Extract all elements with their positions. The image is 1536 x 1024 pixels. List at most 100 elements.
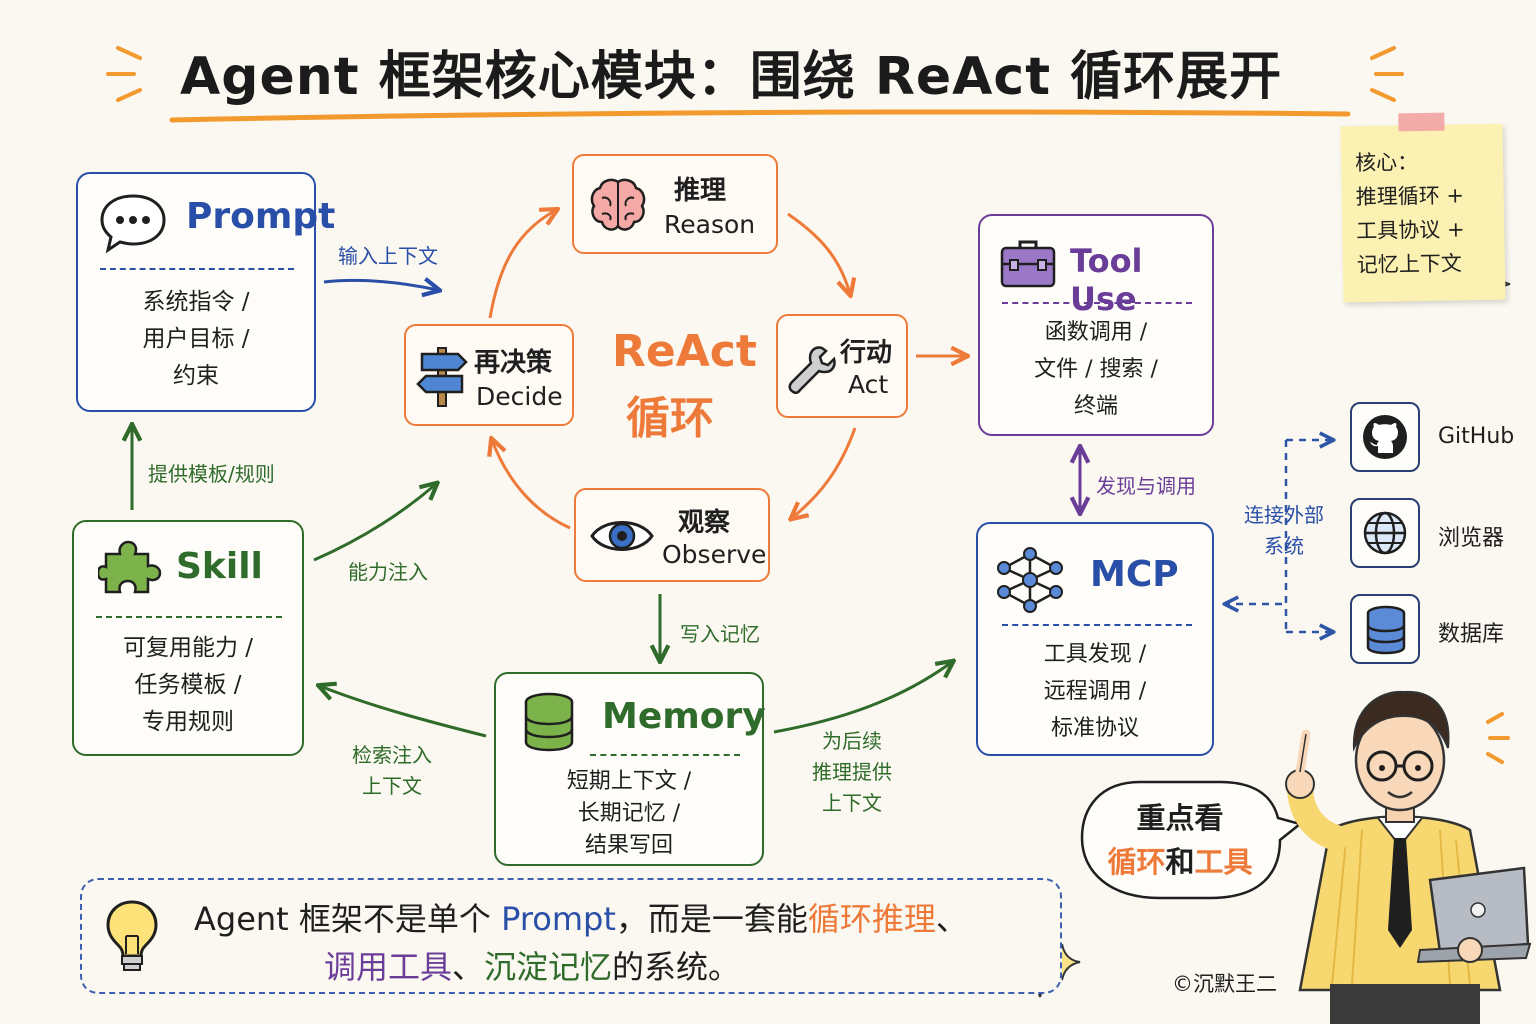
memory-line: 长期记忆 / bbox=[577, 801, 681, 826]
mcp-title: MCP bbox=[1090, 554, 1179, 595]
arrow-act-to-observe bbox=[792, 427, 857, 518]
memory-divider bbox=[590, 754, 740, 756]
summary-part-tools: 调用工具 bbox=[324, 948, 453, 986]
summary-part-memory: 沉淀记忆 bbox=[484, 948, 613, 986]
skill-line: 可复用能力 / bbox=[122, 635, 254, 661]
sticky-line: 推理循环 + bbox=[1355, 183, 1465, 210]
brain-icon bbox=[590, 178, 646, 231]
summary-part: 、 bbox=[452, 948, 485, 986]
skill-line: 任务模板 / bbox=[134, 672, 242, 698]
edge-label-retrieve-line2: 上下文 bbox=[362, 774, 422, 798]
title-spark-left-icon bbox=[106, 46, 142, 102]
puzzle-icon bbox=[98, 540, 162, 594]
summary-box: Agent 框架不是单个 Prompt，而是一套能循环推理、 调用工具、沉淀记忆… bbox=[80, 878, 1062, 994]
sticky-line: 核心： bbox=[1354, 150, 1419, 176]
skill-line: 专用规则 bbox=[142, 709, 234, 735]
arrow-memory-to-mcp bbox=[773, 662, 952, 734]
summary-part: 、 bbox=[935, 900, 968, 938]
wrench-icon bbox=[788, 346, 836, 394]
skill-title: Skill bbox=[176, 546, 263, 587]
act-node: 行动 Act bbox=[776, 314, 908, 418]
bubble-line1: 重点看 bbox=[1136, 801, 1224, 835]
edge-label-input-context: 输入上下文 bbox=[338, 244, 438, 268]
toolbox-icon bbox=[1000, 240, 1056, 288]
external-github-name: GitHub bbox=[1438, 424, 1515, 449]
skill-body: 可复用能力 / 任务模板 / 专用规则 bbox=[74, 630, 302, 741]
signpost-icon bbox=[416, 347, 468, 407]
edge-label-support-line3: 上下文 bbox=[822, 791, 882, 815]
character-illustration bbox=[1285, 690, 1532, 1024]
arrow-prompt-to-react bbox=[323, 280, 438, 290]
speech-bubble-icon bbox=[100, 194, 166, 254]
observe-label-en: Observe bbox=[662, 540, 767, 569]
prompt-title: Prompt bbox=[186, 196, 336, 237]
edge-label-connect: 连接外部 系统 bbox=[1244, 500, 1324, 562]
external-database-name: 数据库 bbox=[1438, 622, 1505, 647]
summary-line-2: 调用工具、沉淀记忆的系统。 bbox=[324, 942, 740, 988]
prompt-line: 约束 bbox=[173, 363, 219, 389]
edge-label-ability-inject: 能力注入 bbox=[348, 560, 428, 584]
page-title: Agent 框架核心模块：围绕 ReAct 循环展开 bbox=[180, 47, 1283, 107]
decide-node: 再决策 Decide bbox=[404, 324, 574, 426]
tooluse-divider bbox=[1002, 302, 1192, 304]
title-spark-right-icon bbox=[1370, 46, 1404, 102]
skill-card: Skill 可复用能力 / 任务模板 / 专用规则 bbox=[72, 520, 304, 756]
external-connectors bbox=[1226, 440, 1332, 632]
edge-label-support-line1: 为后续 bbox=[822, 729, 882, 753]
tooluse-line: 文件 / 搜索 / bbox=[1034, 357, 1158, 382]
memory-body: 短期上下文 / 长期记忆 / 结果写回 bbox=[496, 766, 762, 862]
mcp-body: 工具发现 / 远程调用 / 标准协议 bbox=[978, 636, 1212, 747]
edge-label-write-memory: 写入记忆 bbox=[680, 622, 760, 646]
summary-part-prompt: Prompt bbox=[501, 900, 616, 938]
arrow-skill-to-react bbox=[313, 484, 436, 562]
prompt-line: 用户目标 / bbox=[142, 326, 250, 352]
prompt-divider bbox=[100, 268, 294, 270]
tooluse-title: Tool Use bbox=[1070, 242, 1143, 318]
bubble-word-and: 和 bbox=[1165, 845, 1195, 879]
edge-label-discover-call: 发现与调用 bbox=[1096, 474, 1196, 498]
database-icon bbox=[524, 692, 574, 752]
reason-label-zh: 推理 bbox=[674, 176, 727, 206]
prompt-line: 系统指令 / bbox=[142, 289, 250, 315]
react-center-line2: 循环 bbox=[626, 393, 714, 444]
sticky-tape bbox=[1398, 112, 1445, 132]
bubble-text: 重点看 循环和工具 bbox=[1100, 796, 1260, 884]
globe-icon bbox=[1363, 511, 1407, 555]
bubble-word-loop: 循环 bbox=[1107, 845, 1166, 879]
edge-label-connect-line1: 连接外部 bbox=[1244, 503, 1324, 527]
external-database bbox=[1350, 594, 1420, 664]
edge-label-retrieve-line1: 检索注入 bbox=[352, 743, 432, 767]
network-icon bbox=[997, 547, 1063, 613]
copyright: ©沉默王二 bbox=[1172, 972, 1277, 996]
skill-divider bbox=[96, 616, 282, 618]
memory-card: Memory 短期上下文 / 长期记忆 / 结果写回 bbox=[494, 672, 766, 866]
react-center-line1: ReAct bbox=[612, 326, 757, 377]
summary-part: ，而是一套能 bbox=[615, 900, 808, 938]
bubble-word-tool: 工具 bbox=[1194, 845, 1253, 879]
external-browser bbox=[1350, 498, 1420, 568]
mcp-divider bbox=[1002, 624, 1192, 626]
observe-label-zh: 观察 bbox=[678, 508, 731, 538]
arrow-memory-to-skill bbox=[320, 686, 487, 738]
github-icon bbox=[1363, 415, 1407, 459]
edge-label-support: 为后续 推理提供 上下文 bbox=[812, 726, 892, 819]
external-github bbox=[1350, 402, 1420, 472]
prompt-card: Prompt 系统指令 / 用户目标 / 约束 bbox=[76, 172, 336, 412]
lightbulb-icon bbox=[106, 900, 158, 971]
edge-label-support-line2: 推理提供 bbox=[812, 760, 892, 784]
sticky-line: 工具协议 + bbox=[1356, 217, 1465, 244]
eye-icon bbox=[590, 521, 654, 551]
memory-title: Memory bbox=[602, 696, 766, 737]
arrow-reason-to-act bbox=[787, 212, 850, 294]
mcp-card: MCP 工具发现 / 远程调用 / 标准协议 bbox=[976, 522, 1214, 756]
external-browser-name: 浏览器 bbox=[1438, 526, 1505, 551]
summary-part: 的系统。 bbox=[612, 948, 741, 986]
reason-label-en: Reason bbox=[664, 210, 756, 239]
edge-label-retrieve: 检索注入 上下文 bbox=[352, 740, 432, 802]
database-icon bbox=[1366, 605, 1406, 655]
sticky-text: 核心： 推理循环 + 工具协议 + 记忆上下文 bbox=[1355, 144, 1466, 282]
tooluse-body: 函数调用 / 文件 / 搜索 / 终端 bbox=[980, 314, 1212, 425]
decide-label-zh: 再决策 bbox=[474, 348, 553, 378]
arrow-observe-to-decide bbox=[492, 440, 571, 530]
mcp-line: 标准协议 bbox=[1050, 716, 1139, 741]
